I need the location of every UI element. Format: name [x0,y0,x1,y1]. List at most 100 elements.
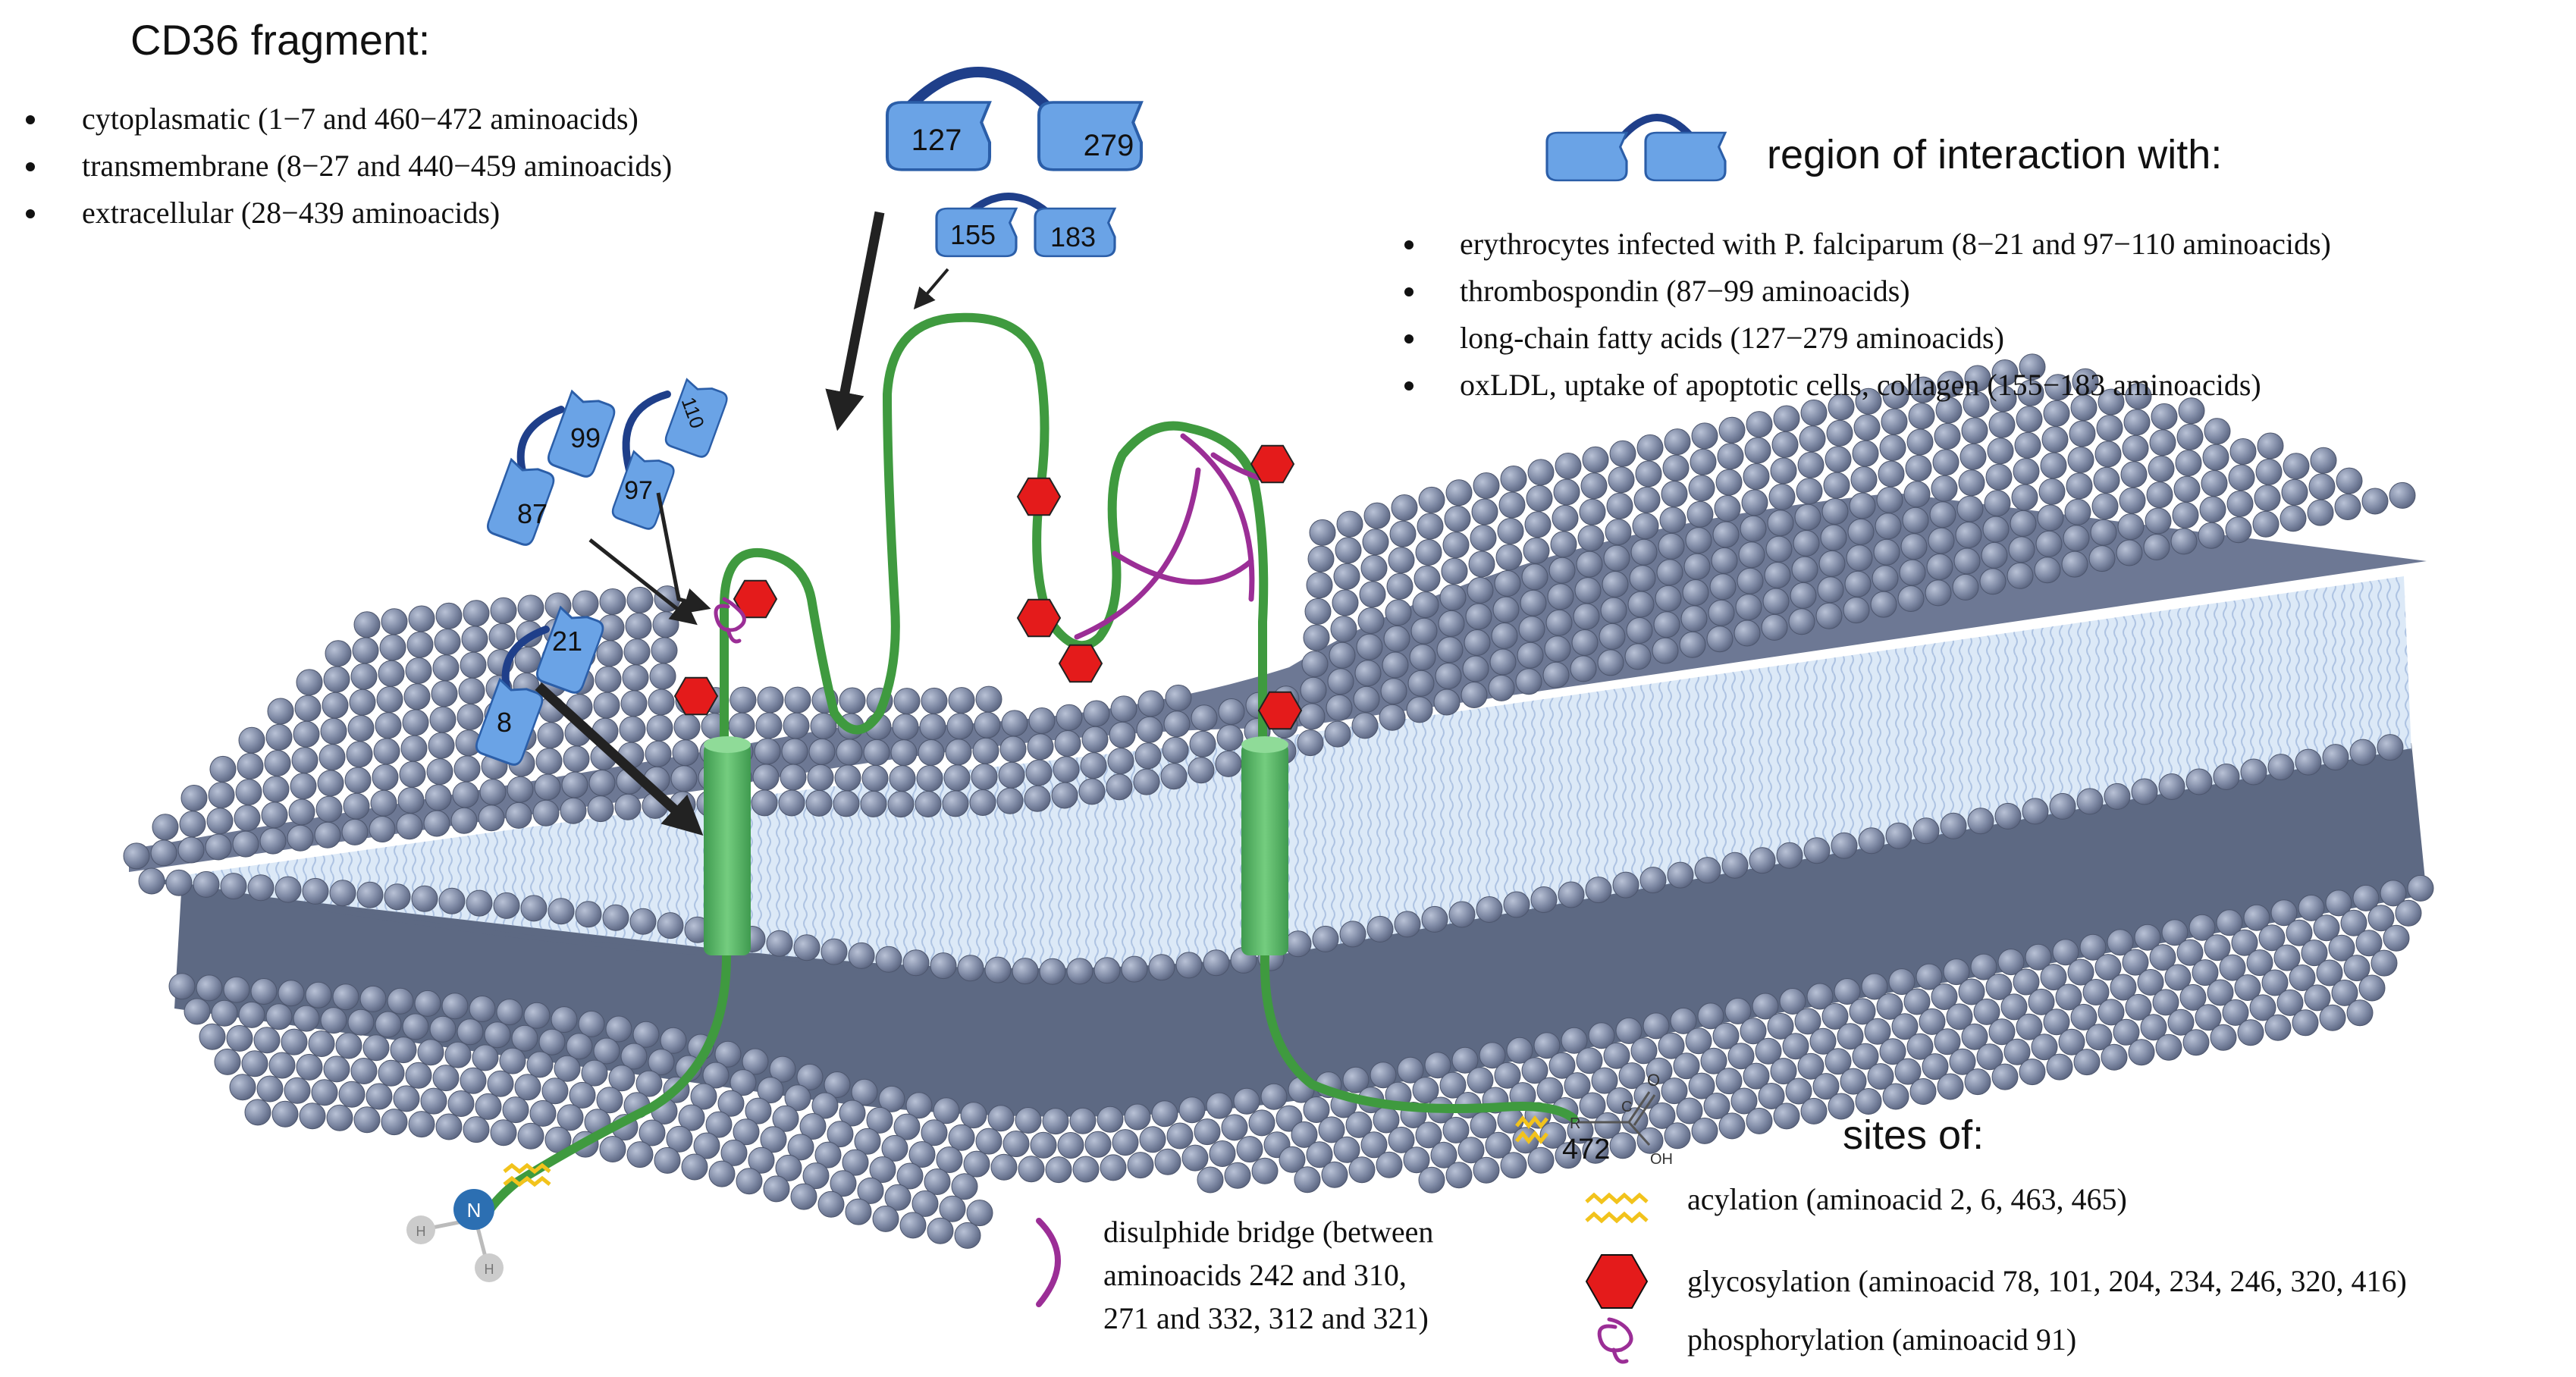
lipid-head [605,1015,632,1043]
lipid-head [2034,557,2061,584]
lipid-head [2101,1043,2128,1071]
lipid-head [2352,884,2380,911]
lipid-head [625,613,652,639]
lipid-head [490,597,517,624]
bullet [1404,287,1414,296]
lipid-head [1737,567,1764,594]
lipid-head [1342,1066,1370,1093]
lipid-head [1473,472,1500,499]
lipid-head [1570,655,1597,682]
lipid-head [1767,1012,1794,1040]
lipid-head [1162,736,1189,764]
lipid-head [2072,368,2099,395]
lipid-head [450,807,478,834]
lipid-head [1577,525,1605,552]
lipid-head [748,1146,775,1174]
lipid-head [2298,894,2325,921]
lipid-head [256,1075,284,1103]
lipid-head [1746,411,1773,438]
lipid-head [1715,469,1743,496]
lipid-head [1109,721,1136,748]
lipid-head [839,1099,866,1127]
lipid-head [281,1028,308,1055]
lipid-head [223,976,250,1003]
lipid-head [2170,528,2198,555]
lipid-head [593,692,620,719]
arrow-87-99 [588,538,698,626]
lipid-head [1670,1007,1697,1034]
lipid-head [1550,531,1577,558]
lipid-head [264,750,291,776]
lipid-head [1451,1046,1479,1074]
lipid-head [2117,513,2145,541]
lipid-head [1112,1129,1139,1156]
lipid-head [1576,1047,1603,1074]
lipid-head [349,688,376,716]
lipid-head [1409,644,1436,671]
lipid-head [193,870,220,898]
lipid-head [1476,896,1503,923]
lipid-head [453,755,481,783]
lipid-head [948,1124,975,1151]
lipid-head [1934,422,1961,450]
lipid-head [1356,633,1383,660]
lipid-head [1439,584,1467,611]
lipid-head [1436,636,1464,663]
lipid-head [963,1150,990,1178]
lipid-head [535,748,563,775]
glycosylation-hexagon [733,579,778,619]
lipid-head [836,739,863,766]
lipid-head [341,818,369,845]
lipid-head [842,1149,869,1176]
lipid-head [1471,498,1498,525]
lipid-head [2281,478,2308,506]
lipid-head [2176,939,2204,966]
lipid-head [2179,983,2207,1011]
lipid-head [1107,748,1134,775]
lipid-head [1820,524,1847,551]
lipid-head [939,1195,966,1222]
lipid-head [478,805,505,832]
lipid-head [2355,930,2383,957]
lipid-head [461,626,488,653]
lipid-head [1521,1057,1548,1084]
lipid-head [397,787,425,814]
lipid-head [2155,1034,2182,1061]
lipid-head [472,1044,499,1071]
lipid-head [1618,1062,1646,1090]
lipid-head [593,1037,620,1065]
lipid-head [1844,570,1872,598]
lipid-head [526,1051,554,1078]
lipid-head [799,1113,827,1140]
lipid-head [2202,444,2229,471]
lipid-head [1294,1166,1321,1194]
lipid-head [666,1125,693,1153]
lipid-head [2249,994,2276,1021]
lipid-head [966,1200,993,1227]
lipid-head [2019,353,2046,381]
lipid-head [2189,914,2216,941]
disulphide-bridge [1074,467,1201,640]
lipid-head [2094,954,2122,981]
lipid-head [1682,579,1709,606]
disulphide-bridge [1112,550,1254,585]
r-group-label: R [1570,1115,1580,1132]
lipid-head [1526,485,1553,512]
lipid-head [1906,1033,1934,1060]
lipid-head [1527,459,1555,486]
lipid-head [751,789,778,817]
lipid-head [1097,1106,1124,1133]
lipid-head [1379,704,1406,731]
lipid-head [1683,553,1711,580]
lipid-head [466,889,493,917]
lipid-head [2037,504,2064,532]
lipid-head [238,1001,265,1028]
lipid-head [2044,374,2072,401]
lipid-head [1191,704,1218,732]
lipid-head [554,1055,581,1082]
lipid-head [1961,1023,1988,1050]
lipid-head [1932,449,1959,476]
lipid-head [457,1018,484,1046]
lipid-head [1360,1131,1388,1159]
lipid-head [943,764,971,792]
